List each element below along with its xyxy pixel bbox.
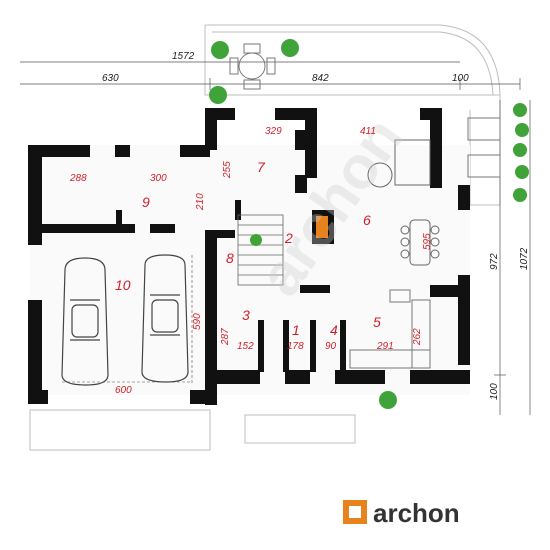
dim-right-b: 1072 xyxy=(519,247,530,270)
room-number-8: 8 xyxy=(226,250,234,266)
room-number-10: 10 xyxy=(115,277,131,293)
room-dim-595: 595 xyxy=(422,233,433,250)
living-sofa xyxy=(367,139,431,188)
car-right xyxy=(141,254,189,383)
room-dim-300: 300 xyxy=(150,173,167,184)
dim-top-right: 100 xyxy=(452,73,469,84)
archon-logo: archon xyxy=(343,498,460,528)
room-dim-411: 411 xyxy=(360,126,376,137)
room-dim-90: 90 xyxy=(325,341,337,352)
room-number-6: 6 xyxy=(363,212,371,228)
kitchen-counter xyxy=(349,289,431,369)
staircase xyxy=(237,214,284,286)
plant-icons xyxy=(209,39,529,409)
dining-table xyxy=(400,219,440,266)
dim-right-c: 100 xyxy=(489,383,500,400)
room-number-1: 1 xyxy=(292,322,300,338)
room-dim-287: 287 xyxy=(220,328,231,346)
room-number-9: 9 xyxy=(142,194,150,210)
archon-logo-text: archon xyxy=(373,498,460,528)
room-number-3: 3 xyxy=(242,307,250,323)
car-left xyxy=(61,257,109,386)
terrace-table xyxy=(229,43,276,90)
room-dim-288: 288 xyxy=(69,173,87,184)
room-dim-600: 600 xyxy=(115,385,132,396)
room-dim-590: 590 xyxy=(192,313,203,330)
room-dim-291: 291 xyxy=(376,341,394,352)
room-dim-255: 255 xyxy=(222,161,233,179)
dimension-lines xyxy=(20,61,531,415)
room-dim-329: 329 xyxy=(265,126,282,137)
room-number-7: 7 xyxy=(257,159,266,175)
room-dim-262: 262 xyxy=(412,328,423,346)
dim-top-total: 1572 xyxy=(172,51,195,62)
dim-top-left: 630 xyxy=(102,73,119,84)
room-dim-152: 152 xyxy=(237,341,254,352)
room-number-4: 4 xyxy=(330,322,338,338)
room-number-2: 2 xyxy=(284,230,293,246)
dim-right-a: 972 xyxy=(489,253,500,270)
room-dim-210: 210 xyxy=(195,193,206,211)
house-floor xyxy=(30,145,470,395)
walls xyxy=(28,108,470,405)
room-number-5: 5 xyxy=(373,314,381,330)
terrace-loungers xyxy=(467,117,501,178)
dim-top-mid: 842 xyxy=(312,73,329,84)
room-dim-178: 178 xyxy=(287,341,304,352)
fireplace xyxy=(312,210,334,244)
